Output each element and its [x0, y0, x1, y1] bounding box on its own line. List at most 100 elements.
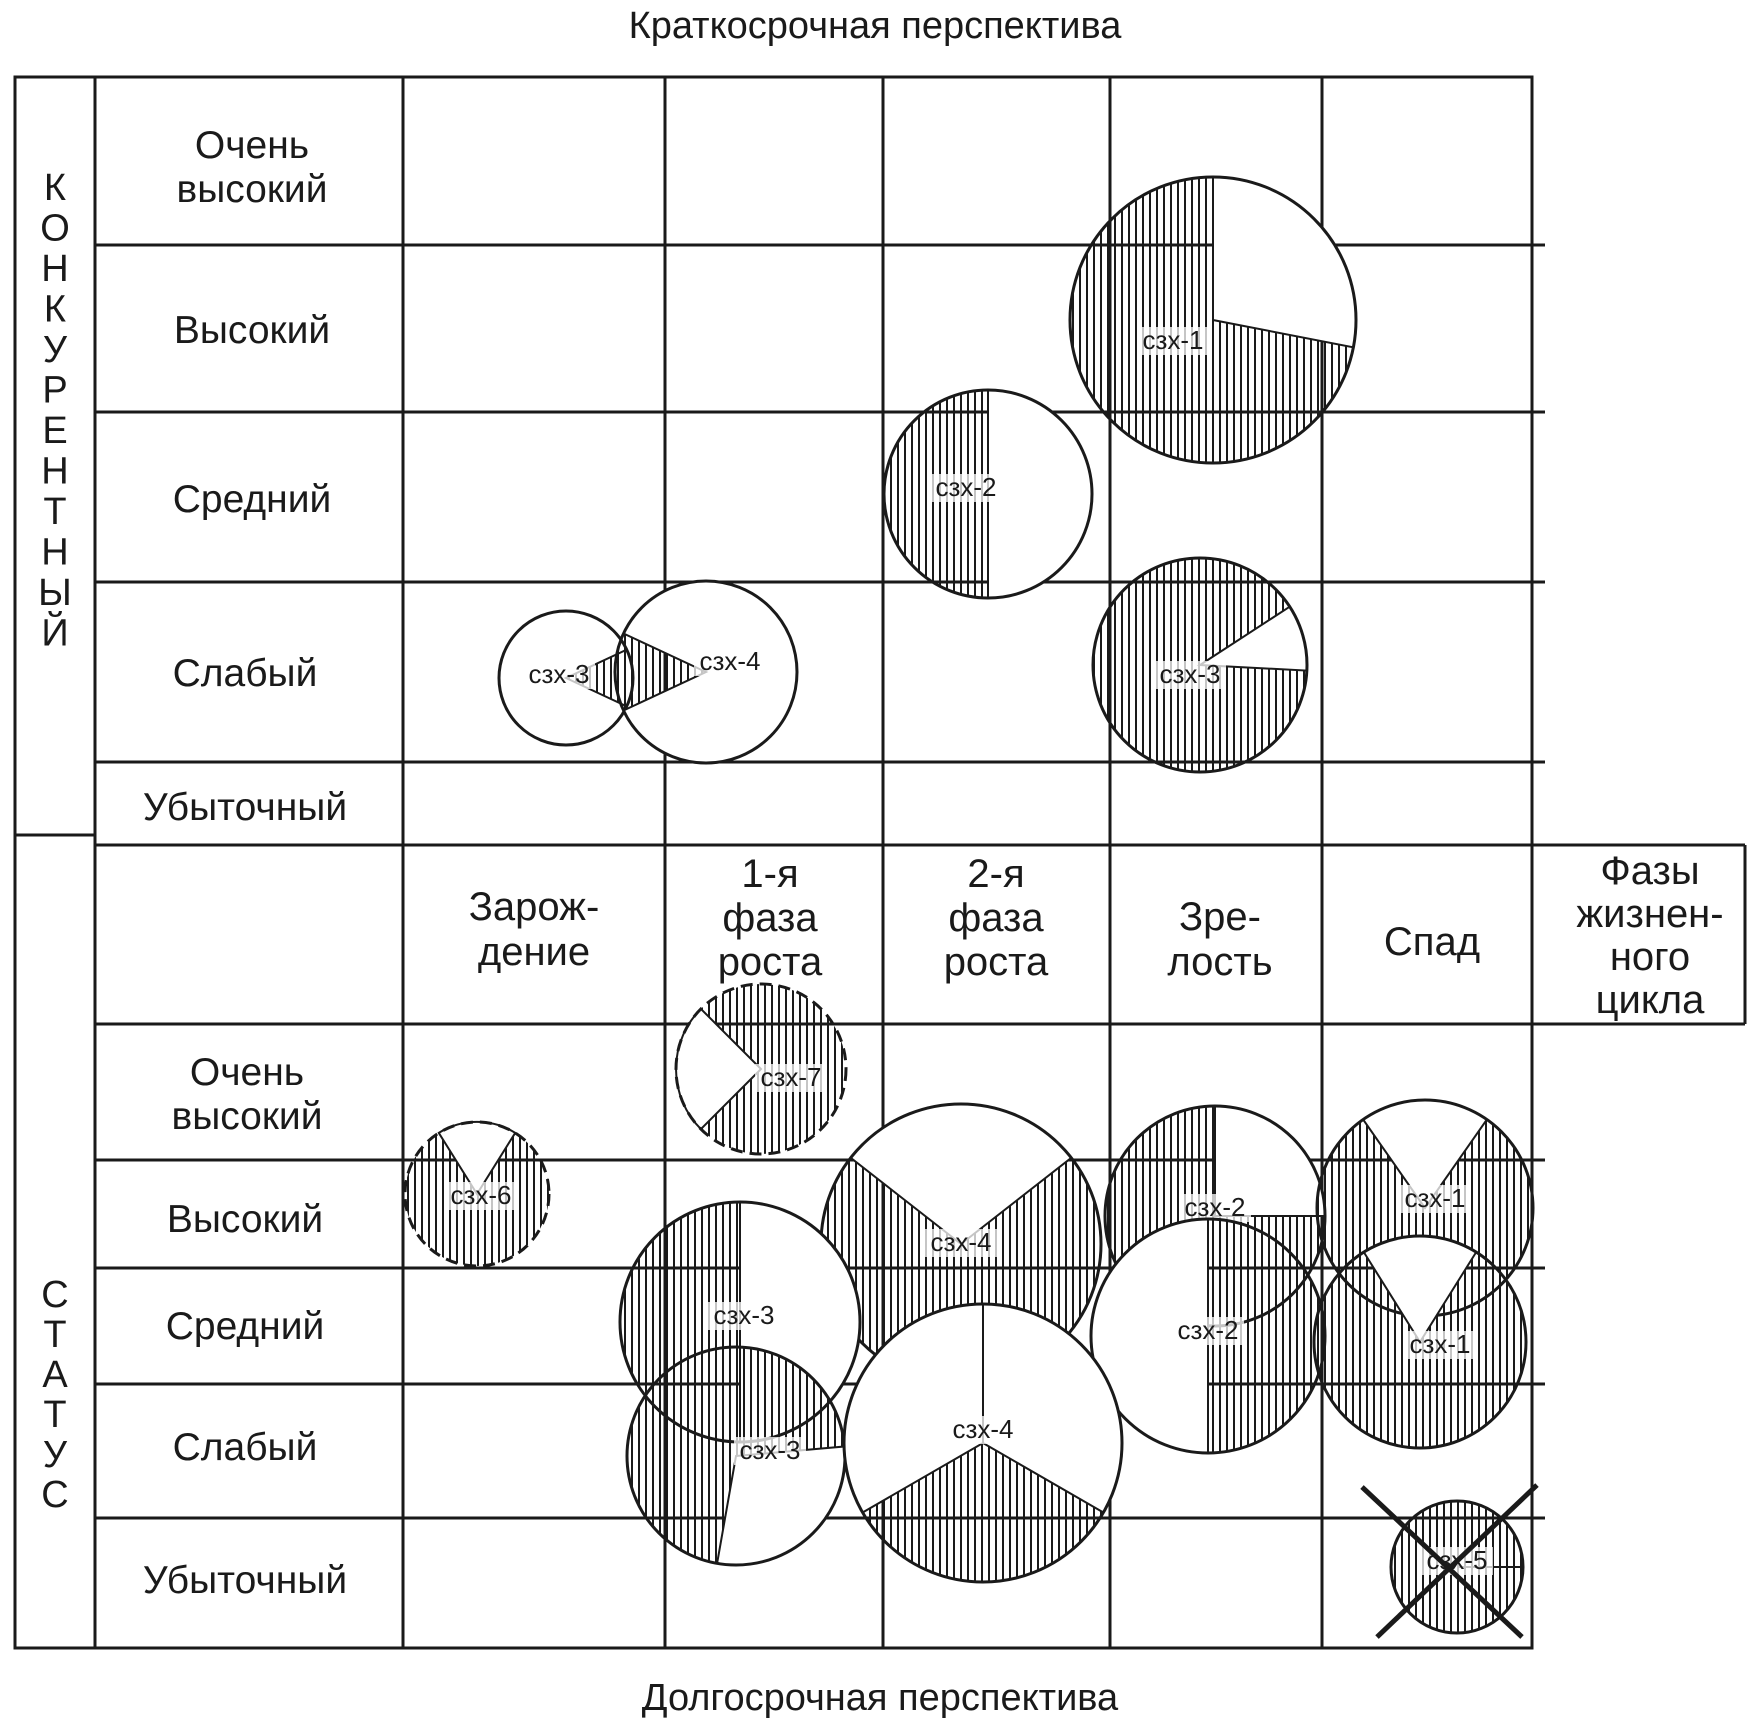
- bubble-label: сзх-4: [930, 1227, 991, 1257]
- vertical-letter: Н: [41, 248, 68, 290]
- vertical-letter: К: [44, 167, 66, 209]
- vertical-letter: Е: [42, 410, 67, 452]
- bubble-label-bg: [694, 648, 766, 676]
- vertical-letter: А: [42, 1354, 68, 1396]
- bubble-label-bg: [1404, 1331, 1476, 1359]
- bubble-label: сзх-1: [1404, 1183, 1465, 1213]
- row-label-high-short: Высокий: [174, 309, 330, 352]
- bubble-label-bg: [708, 1302, 780, 1330]
- bubble-undefined: сзх-3: [497, 609, 635, 747]
- vertical-letter: Н: [41, 451, 68, 493]
- short-term-title: Краткосрочная перспектива: [629, 5, 1123, 47]
- bubble-label-bg: [1172, 1317, 1244, 1345]
- row-label-medium-long: Средний: [166, 1305, 325, 1348]
- row-label-loss-long: Убыточный: [143, 1559, 347, 1602]
- bubble-label: сзх-3: [1159, 659, 1220, 689]
- bubble-label-bg: [925, 1229, 997, 1257]
- bubble-undefined: сзх-6: [403, 1120, 551, 1268]
- bubble-undefined: сзх-2: [1089, 1217, 1327, 1455]
- vertical-letter: У: [43, 1434, 68, 1476]
- phase-header-decline: Спад: [1384, 920, 1480, 964]
- bubble-label: сзх-7: [760, 1062, 821, 1092]
- bubble-outline: [1312, 1234, 1528, 1450]
- bubble-label: сзх-1: [1409, 1329, 1470, 1359]
- vertical-letter: Т: [43, 1394, 66, 1436]
- bubble-label: сзх-6: [450, 1180, 511, 1210]
- bubble-label-bg: [523, 661, 595, 689]
- row-label-high-long: Высокий: [167, 1198, 323, 1241]
- bubble-label: сзх-2: [1184, 1192, 1245, 1222]
- phase-header-maturity: Зре-лость: [1167, 895, 1272, 984]
- bubble-sector: [437, 1120, 517, 1196]
- bubble-layer: сзх-1 сзх-2 сзх-3 сзх-4 сзх-3 сзх-7 сзх-6 сзх-4…: [403, 175, 1539, 1639]
- bubble-label: сзх-3: [713, 1300, 774, 1330]
- bubble-label-bg: [947, 1416, 1019, 1444]
- row-label-weak-long: Слабый: [173, 1426, 318, 1469]
- bubble-undefined: сзх-1: [1068, 175, 1358, 465]
- bubble-label: сзх-3: [739, 1435, 800, 1465]
- bubble-label-bg: [1154, 661, 1226, 689]
- bubble-outline: [1389, 1499, 1525, 1635]
- vertical-letter: Ы: [38, 572, 72, 614]
- bubble-outline: [1068, 175, 1358, 465]
- vertical-letter: С: [41, 1274, 68, 1316]
- vertical-letter: Т: [43, 491, 66, 533]
- bubble-outline: [1091, 556, 1309, 774]
- bubble-sector: [987, 388, 1093, 600]
- vertical-letter: О: [40, 208, 70, 250]
- bubble-undefined: сзх-4: [842, 1302, 1124, 1584]
- bubble-label-bg: [930, 474, 1002, 502]
- bubble-label-bg: [1399, 1185, 1471, 1213]
- row-label-medium-short: Средний: [173, 478, 332, 521]
- bubble-label-bg: [1137, 327, 1209, 355]
- bubble-label-bg: [734, 1437, 806, 1465]
- bubble-outline: [882, 388, 1094, 600]
- bubble-label-bg: [1179, 1194, 1251, 1222]
- bubble-label: сзх-2: [935, 472, 996, 502]
- bubble-label: сзх-4: [952, 1414, 1013, 1444]
- bubble-undefined: сзх-4: [613, 579, 799, 765]
- bubble-label: сзх-3: [528, 659, 589, 689]
- vertical-letter: У: [43, 329, 68, 371]
- bubble-label: сзх-4: [699, 646, 760, 676]
- bubble-undefined: сзх-7: [674, 982, 848, 1156]
- bubble-undefined: сзх-5: [1360, 1483, 1539, 1639]
- bubble-outline: [842, 1302, 1124, 1584]
- phase-header-inception: Зарож-дение: [469, 885, 600, 974]
- cross-stroke: [1375, 1483, 1539, 1639]
- bubble-undefined: сзх-3: [625, 1345, 847, 1567]
- bubble-label-bg: [755, 1064, 827, 1092]
- long-term-title: Долгосрочная перспектива: [642, 1677, 1119, 1719]
- cross-stroke: [1360, 1485, 1524, 1639]
- bubble-undefined: сзх-3: [1091, 556, 1309, 774]
- bubble-label-bg: [445, 1182, 517, 1210]
- bubble-outline: [403, 1120, 551, 1268]
- bubble-undefined: сзх-1: [1312, 1234, 1528, 1450]
- vertical-letter: Т: [43, 1314, 66, 1356]
- bubble-undefined: сзх-2: [882, 388, 1094, 600]
- bubble-label: сзх-2: [1177, 1315, 1238, 1345]
- bubble-label: сзх-1: [1142, 325, 1203, 355]
- bubble-outline: [613, 579, 799, 765]
- bubble-outline: [674, 982, 848, 1156]
- row-label-weak-short: Слабый: [173, 652, 318, 695]
- vertical-letter: С: [41, 1474, 68, 1516]
- vertical-letter: Р: [42, 370, 67, 412]
- vertical-letter: Н: [41, 532, 68, 574]
- vertical-letter: К: [44, 289, 66, 331]
- row-label-loss-short: Убыточный: [143, 786, 347, 829]
- bubble-sector: [1212, 175, 1358, 349]
- vertical-letter: Й: [41, 610, 68, 655]
